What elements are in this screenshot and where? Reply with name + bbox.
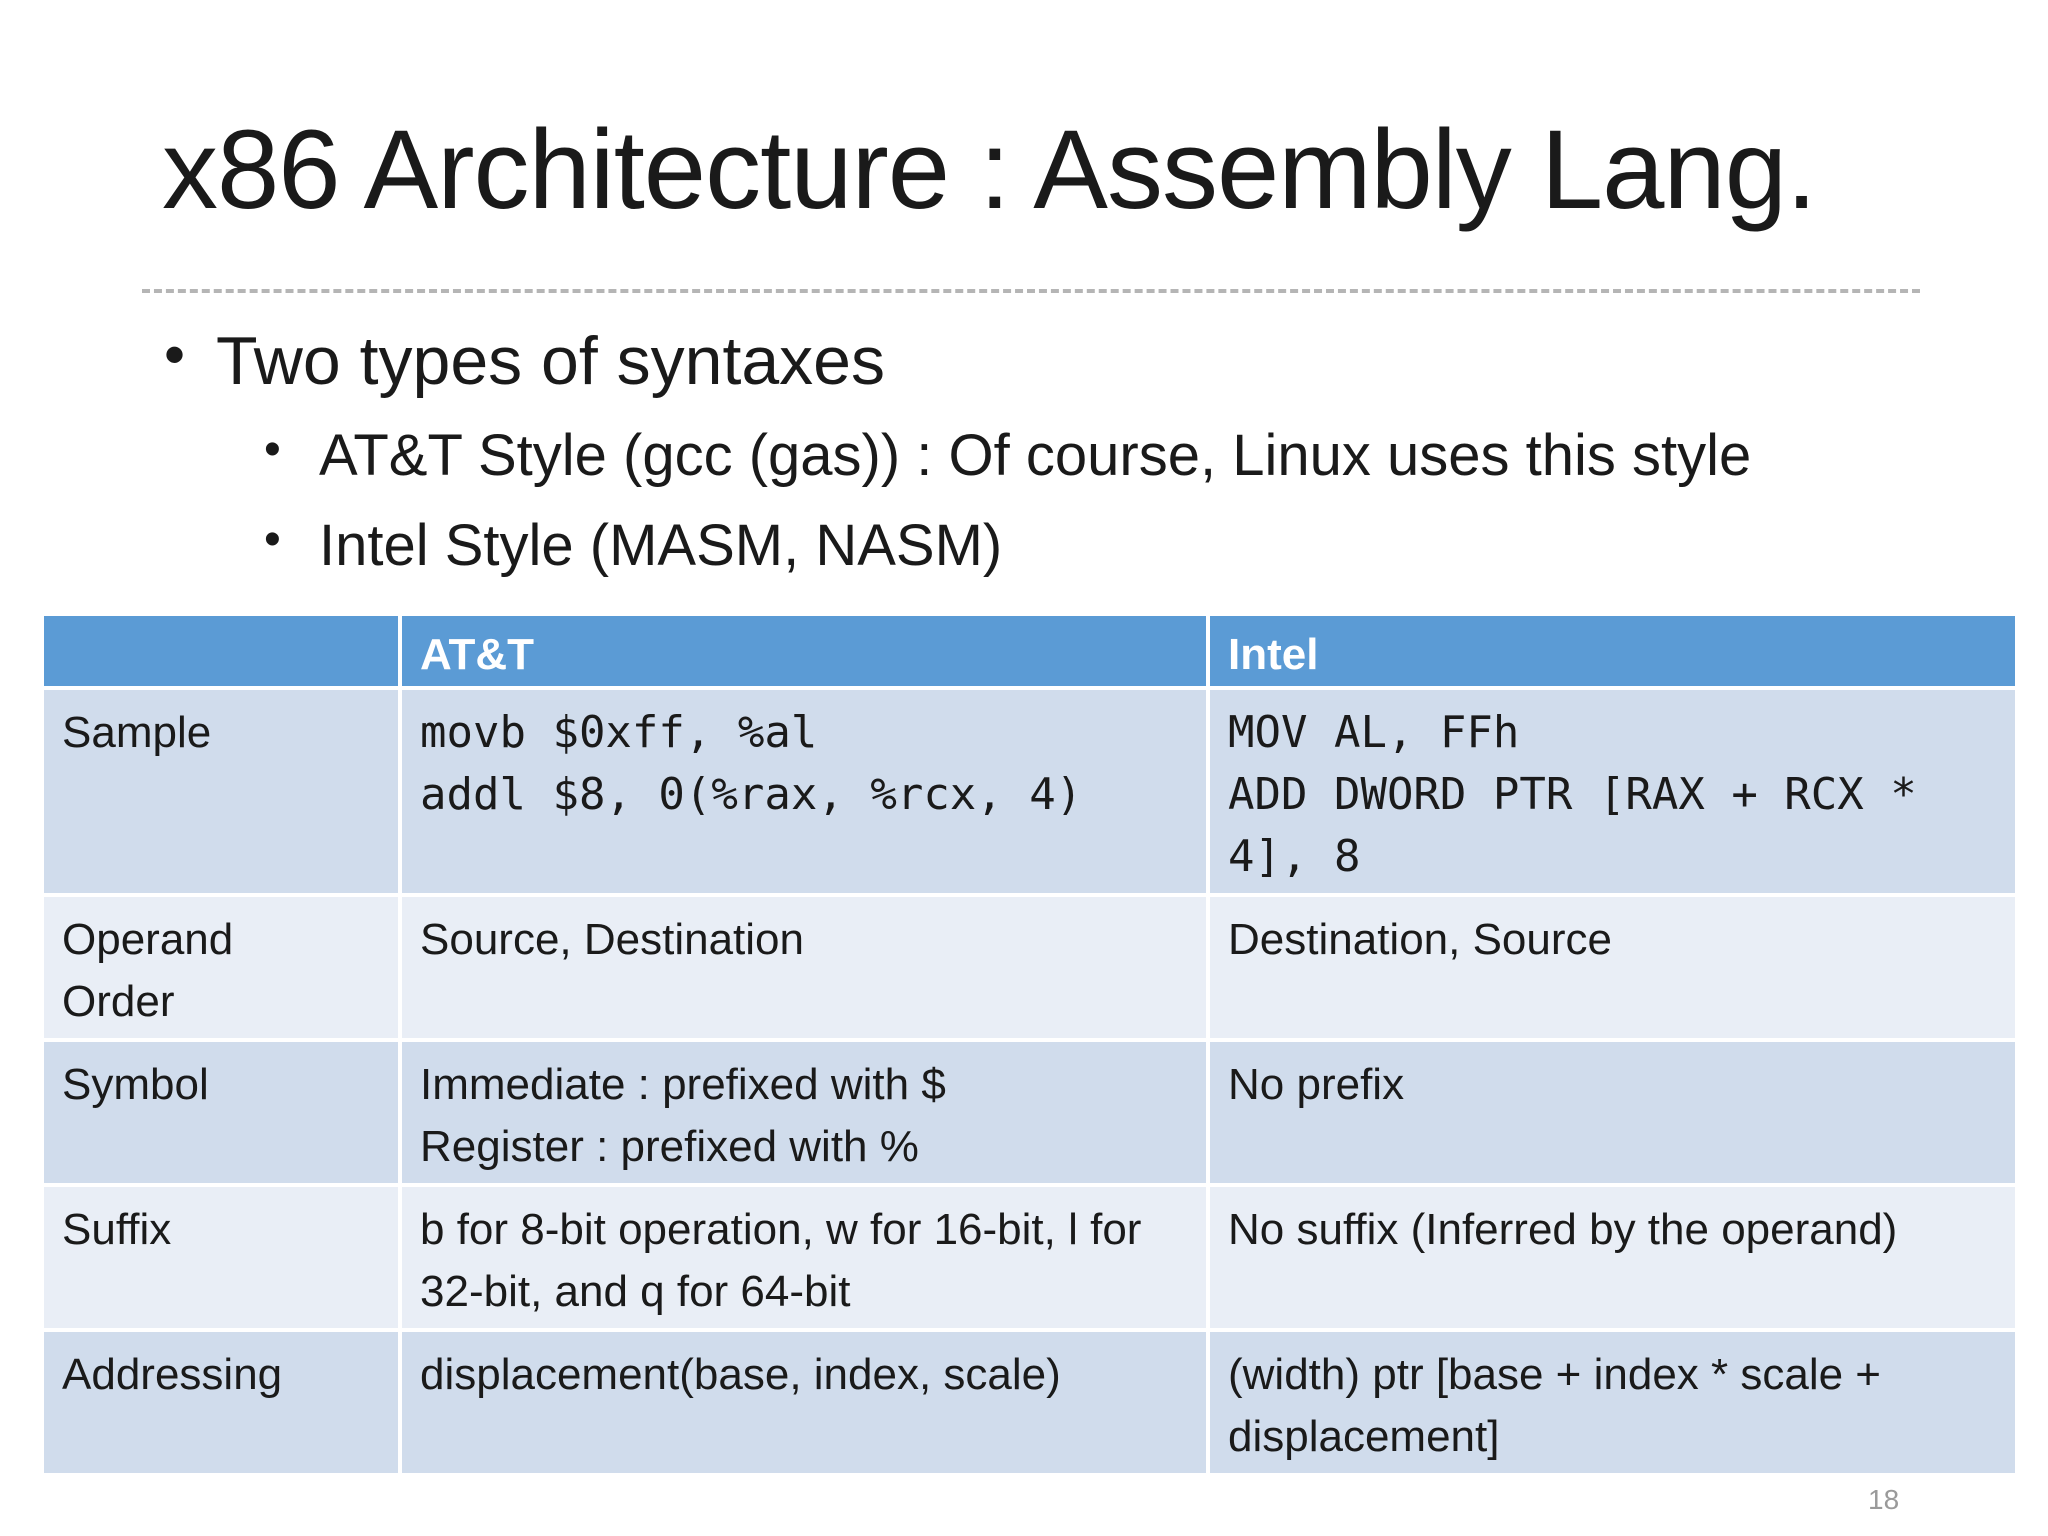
code-line: movb $0xff, %al [420, 707, 818, 758]
row-label: Addressing [40, 1328, 402, 1477]
table-header-row: AT&T Intel [40, 612, 2019, 690]
bullet-main: • Two types of syntaxes [164, 321, 885, 400]
row-label: Sample [40, 686, 402, 897]
header-cell-empty [40, 612, 402, 690]
table-row-symbol: Symbol Immediate : prefixed with $ Regist… [40, 1038, 2019, 1187]
intel-cell: No suffix (Inferred by the operand) [1206, 1183, 2019, 1332]
att-cell: Source, Destination [398, 893, 1210, 1042]
bullet-dot-icon: • [264, 513, 281, 566]
row-label: Symbol [40, 1038, 402, 1187]
att-cell: displacement(base, index, scale) [398, 1328, 1210, 1477]
title-divider [142, 289, 1920, 293]
code-line: MOV AL, FFh [1228, 707, 1520, 758]
bullet-dot-icon: • [164, 321, 186, 388]
att-line: Immediate : prefixed with $ [420, 1060, 946, 1109]
page-number: 18 [1868, 1484, 1900, 1515]
slide-title: x86 Architecture : Assembly Lang. [162, 107, 1817, 232]
att-line: Register : prefixed with % [420, 1122, 919, 1171]
bullet-main-text: Two types of syntaxes [216, 323, 885, 399]
header-cell-att: AT&T [398, 612, 1210, 690]
table-row-operand-order: Operand Order Source, Destination Destin… [40, 893, 2019, 1042]
intel-cell: No prefix [1206, 1038, 2019, 1187]
code-line: ADD DWORD PTR [RAX + RCX * 4], 8 [1228, 769, 1944, 882]
bullet-sub-text: Intel Style (MASM, NASM) [319, 513, 1003, 578]
header-cell-intel: Intel [1206, 612, 2019, 690]
table-row-suffix: Suffix b for 8-bit operation, w for 16-b… [40, 1183, 2019, 1332]
row-label: Operand Order [40, 893, 402, 1042]
att-cell: Immediate : prefixed with $ Register : pr… [398, 1038, 1210, 1187]
att-sample-cell: movb $0xff, %al addl $8, 0(%rax, %rcx, 4) [398, 686, 1210, 897]
bullet-sub-intel: • Intel Style (MASM, NASM) [264, 512, 1002, 579]
intel-cell: (width) ptr [base + index * scale + disp… [1206, 1328, 2019, 1477]
row-label: Suffix [40, 1183, 402, 1332]
bullet-sub-att: • AT&T Style (gcc (gas)) : Of course, Li… [264, 422, 1751, 489]
bullet-dot-icon: • [264, 423, 281, 476]
intel-cell: Destination, Source [1206, 893, 2019, 1042]
code-line: addl $8, 0(%rax, %rcx, 4) [420, 769, 1083, 820]
table-row-addressing: Addressing displacement(base, index, sca… [40, 1328, 2019, 1477]
bullet-sub-text: AT&T Style (gcc (gas)) : Of course, Linu… [319, 423, 1752, 488]
att-cell: b for 8-bit operation, w for 16-bit, l f… [398, 1183, 1210, 1332]
table-row-sample: Sample movb $0xff, %al addl $8, 0(%rax, %… [40, 686, 2019, 897]
syntax-comparison-table: AT&T Intel Sample movb $0xff, %al addl $8… [40, 612, 2019, 1477]
